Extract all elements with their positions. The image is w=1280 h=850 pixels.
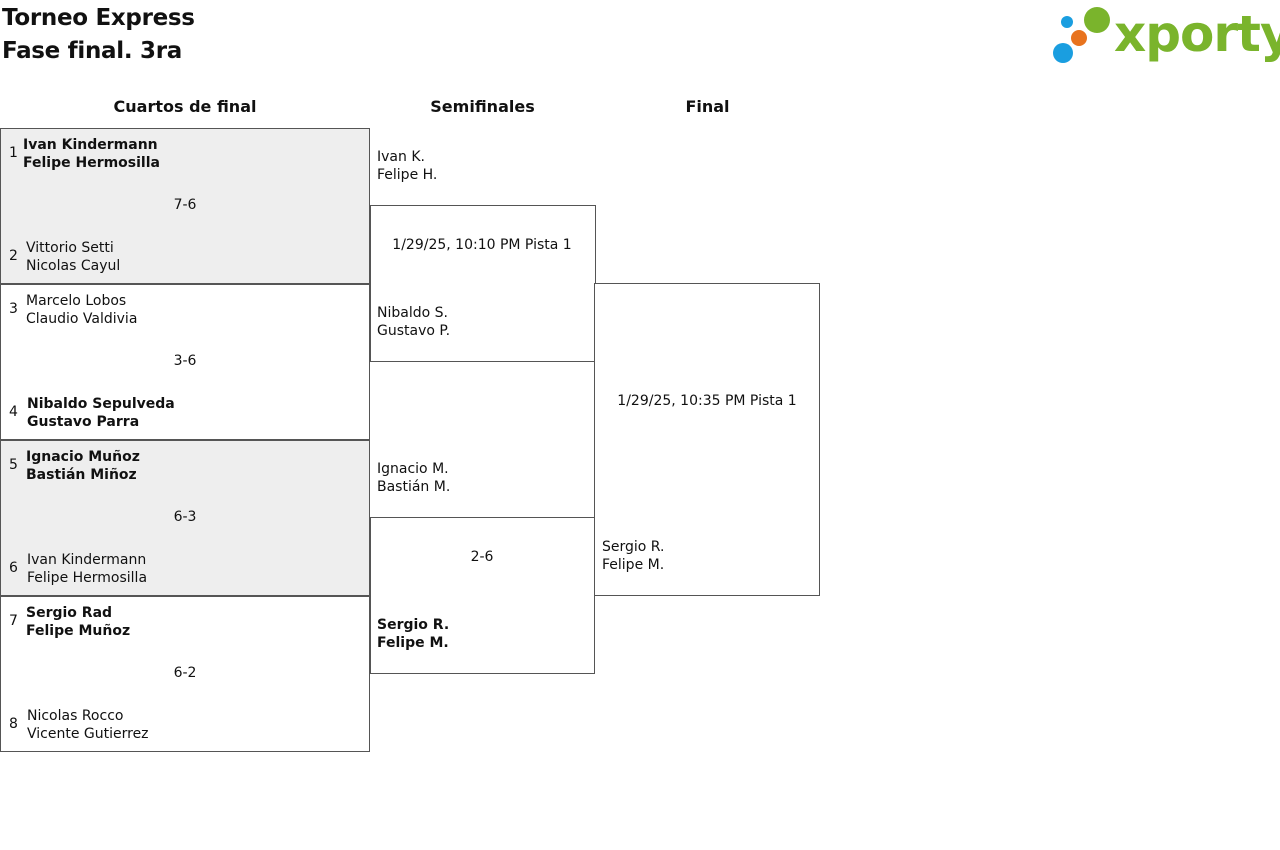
- logo-wordmark: xporty: [1114, 5, 1280, 63]
- round-header-final: Final: [685, 97, 730, 116]
- seed-number: 3: [9, 301, 18, 317]
- seed-number: 7: [9, 613, 18, 629]
- round-header-quarterfinals: Cuartos de final: [113, 97, 257, 116]
- semifinal-1-schedule: 1/29/25, 10:10 PM Pista 1: [392, 237, 572, 253]
- semifinal-2-score: 2-6: [470, 549, 494, 565]
- player-name: Ivan Kindermann: [27, 552, 147, 568]
- player-name: Nibaldo Sepulveda: [27, 396, 175, 412]
- xporty-logo: xporty: [1050, 2, 1280, 68]
- team-pair: Vittorio Setti Nicolas Cayul: [26, 239, 120, 275]
- team-pair: Marcelo Lobos Claudio Valdivia: [26, 292, 137, 328]
- player-name: Felipe Muñoz: [26, 623, 131, 639]
- round-header-semifinals: Semifinales: [430, 97, 535, 116]
- team-pair: Ivan Kindermann Felipe Hermosilla: [23, 136, 160, 172]
- team-pair: Ivan Kindermann Felipe Hermosilla: [27, 551, 147, 587]
- player-name: Vittorio Setti: [26, 240, 114, 256]
- logo-dots-icon: [1053, 7, 1110, 63]
- player-name: Sergio Rad: [26, 605, 113, 621]
- player-name: Bastián Miñoz: [26, 467, 137, 483]
- player-name: Felipe Hermosilla: [23, 155, 160, 171]
- tournament-phase: Fase final. 3ra: [2, 38, 182, 64]
- player-name: Sergio R.: [377, 617, 450, 633]
- match-score: 6-3: [173, 509, 197, 525]
- semifinal-2-team-1: Ignacio M. Bastián M.: [377, 460, 450, 496]
- seed-number: 4: [9, 404, 18, 420]
- player-name: Nicolas Rocco: [27, 708, 124, 724]
- player-name: Vicente Gutierrez: [27, 726, 149, 742]
- player-name: Sergio R.: [602, 539, 665, 555]
- match-score: 7-6: [173, 197, 197, 213]
- player-name: Felipe M.: [602, 557, 665, 573]
- final-team-2: Sergio R. Felipe M.: [602, 538, 664, 574]
- team-pair: Sergio Rad Felipe Muñoz: [26, 604, 130, 640]
- final-schedule: 1/29/25, 10:35 PM Pista 1: [617, 393, 797, 409]
- player-name: Ignacio M.: [377, 461, 449, 477]
- tournament-title: Torneo Express: [2, 5, 195, 31]
- team-pair: Nibaldo Sepulveda Gustavo Parra: [27, 395, 175, 431]
- match-score: 6-2: [173, 665, 197, 681]
- player-name: Gustavo Parra: [27, 414, 140, 430]
- player-name: Marcelo Lobos: [26, 293, 127, 309]
- quarterfinal-match-2[interactable]: 3 Marcelo Lobos Claudio Valdivia 3-6 4 N…: [0, 284, 370, 440]
- team-pair: Nicolas Rocco Vicente Gutierrez: [27, 707, 149, 743]
- player-name: Nicolas Cayul: [26, 258, 121, 274]
- team-pair: Ignacio Muñoz Bastián Miñoz: [26, 448, 140, 484]
- player-name: Ivan Kindermann: [23, 137, 158, 153]
- player-name: Felipe M.: [377, 635, 449, 651]
- semifinal-2-team-2: Sergio R. Felipe M.: [377, 616, 449, 652]
- seed-number: 6: [9, 560, 18, 576]
- player-name: Felipe H.: [377, 167, 438, 183]
- player-name: Ignacio Muñoz: [26, 449, 140, 465]
- player-name: Nibaldo S.: [377, 305, 448, 321]
- player-name: Ivan K.: [377, 149, 425, 165]
- semifinal-1-team-1: Ivan K. Felipe H.: [377, 148, 437, 184]
- seed-number: 5: [9, 457, 18, 473]
- seed-number: 8: [9, 716, 18, 732]
- semifinal-1-team-2: Nibaldo S. Gustavo P.: [377, 304, 450, 340]
- quarterfinal-match-1[interactable]: 1 Ivan Kindermann Felipe Hermosilla 7-6 …: [0, 128, 370, 284]
- seed-number: 2: [9, 248, 18, 264]
- seed-number: 1: [9, 145, 18, 161]
- player-name: Gustavo P.: [377, 323, 451, 339]
- player-name: Bastián M.: [377, 479, 451, 495]
- player-name: Felipe Hermosilla: [27, 570, 148, 586]
- final-match[interactable]: [594, 283, 820, 596]
- quarterfinal-match-3[interactable]: 5 Ignacio Muñoz Bastián Miñoz 6-3 6 Ivan…: [0, 440, 370, 596]
- semifinal-match-2[interactable]: [370, 517, 595, 674]
- match-score: 3-6: [173, 353, 197, 369]
- player-name: Claudio Valdivia: [26, 311, 138, 327]
- quarterfinal-match-4[interactable]: 7 Sergio Rad Felipe Muñoz 6-2 8 Nicolas …: [0, 596, 370, 752]
